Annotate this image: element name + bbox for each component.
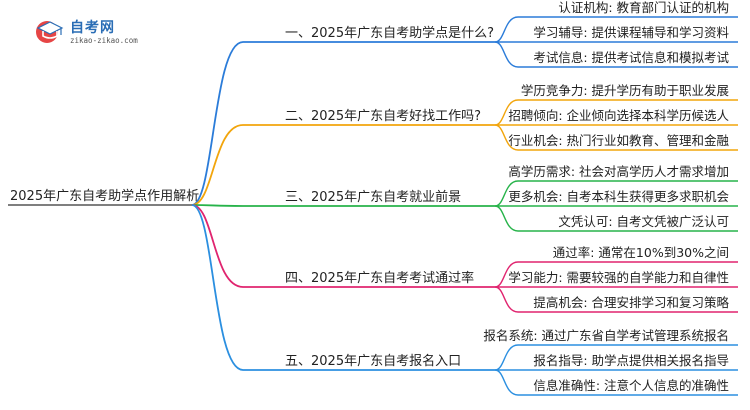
leaf-connector (494, 180, 519, 207)
leaf-label: 提高机会: 合理安排学习和复习策略 (533, 295, 729, 310)
leaf-label: 信息准确性: 注意个人信息的准确性 (533, 378, 729, 393)
leaf-label: 认证机构: 教育部门认证的机构 (558, 0, 729, 15)
leaf-label: 招聘倾向: 企业倾向选择本科学历候选人 (508, 108, 729, 123)
leaf-connector (494, 369, 519, 396)
graduation-cap-logo-icon (36, 21, 64, 43)
branch-3: 三、2025年广东自考就业前景 高学历需求: 社会对高学历人才需求增加更多机会: … (191, 164, 738, 232)
leaf-connector (494, 99, 519, 126)
branch-connector (191, 204, 244, 288)
leaf-label: 文凭认可: 自考文凭被广泛认可 (558, 214, 729, 229)
branch-connector (191, 204, 244, 207)
leaf-label: 报名指导: 助学点提供相关报名指导 (533, 353, 729, 368)
leaf-label: 通过率: 通常在10%到30%之间 (553, 245, 729, 260)
leaf-label: 学习辅导: 提供课程辅导和学习资料 (533, 25, 729, 40)
branch-connector (191, 41, 244, 206)
leaf-connector (494, 344, 519, 371)
site-logo: 自考网 zikao-zikao.com (34, 15, 144, 49)
leaf-connector (494, 41, 519, 68)
leaf-connector (494, 286, 519, 313)
leaf-label: 更多机会: 自考本科生获得更多求职机会 (508, 189, 729, 204)
root-label: 2025年广东自考助学点作用解析 (10, 188, 199, 204)
branch-connector (191, 124, 244, 206)
root-node: 2025年广东自考助学点作用解析 (8, 188, 199, 206)
logo-name: 自考网 (70, 20, 115, 36)
logo-url: zikao-zikao.com (70, 36, 138, 45)
branch-2: 二、2025年广东自考好找工作吗? 学历竞争力: 提升学历有助于职业发展招聘倾向:… (191, 83, 738, 206)
leaf-connector (494, 261, 519, 288)
branch-label: 三、2025年广东自考就业前景 (285, 189, 461, 205)
leaf-label: 学历竞争力: 提升学历有助于职业发展 (521, 83, 729, 98)
branch-label: 一、2025年广东自考助学点是什么? (285, 25, 494, 41)
branch-connector (191, 204, 244, 371)
branch-label: 五、2025年广东自考报名入口 (285, 353, 461, 369)
leaf-label: 考试信息: 提供考试信息和模拟考试 (533, 50, 729, 65)
leaf-label: 报名系统: 通过广东省自学考试管理系统报名 (483, 328, 729, 343)
leaf-connector (494, 16, 519, 43)
leaf-label: 学习能力: 需要较强的自学能力和自律性 (508, 270, 729, 285)
leaf-connector (494, 124, 519, 151)
branch-5: 五、2025年广东自考报名入口 报名系统: 通过广东省自学考试管理系统报名报名指导… (191, 204, 738, 396)
branch-label: 二、2025年广东自考好找工作吗? (285, 109, 481, 124)
leaf-label: 高学历需求: 社会对高学历人才需求增加 (508, 164, 729, 179)
branch-label: 四、2025年广东自考考试通过率 (285, 270, 474, 286)
leaf-label: 行业机会: 热门行业如教育、管理和金融 (508, 133, 729, 148)
leaf-connector (494, 205, 519, 232)
